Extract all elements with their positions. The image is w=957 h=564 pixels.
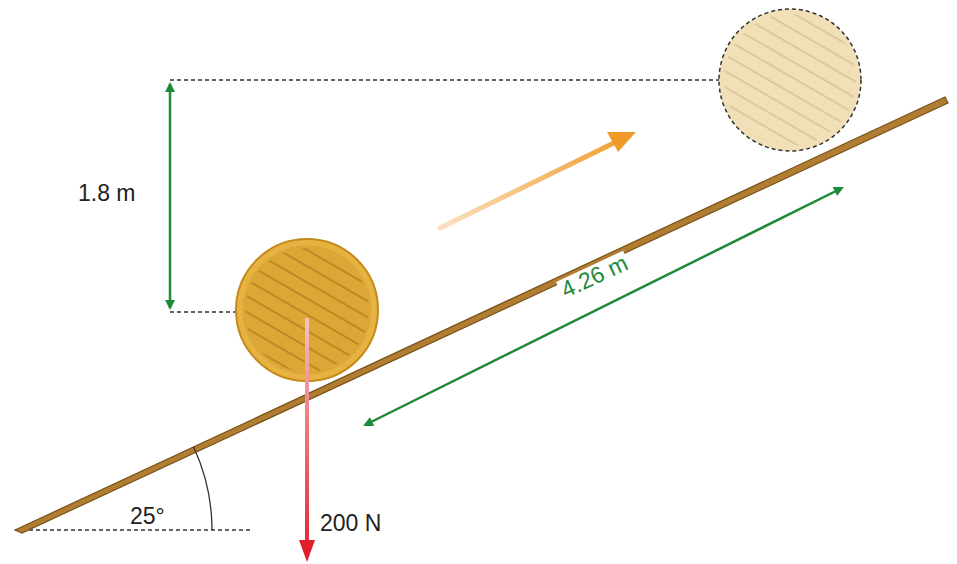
- angle-label: 25°: [130, 505, 165, 528]
- height-guide: [170, 311, 238, 312]
- angle-arc: [194, 447, 213, 530]
- ball-final: [719, 9, 861, 151]
- motion-arrow: [440, 141, 618, 228]
- height-label: 1.8 m: [78, 182, 136, 205]
- height-arrow: [169, 84, 172, 308]
- inclined-plank: [15, 97, 948, 533]
- weight-arrow: [305, 318, 309, 542]
- height-guide: [170, 79, 722, 80]
- force-label: 200 N: [320, 512, 381, 535]
- weight-arrow-head: [299, 540, 315, 562]
- horizontal-guide: [15, 529, 250, 530]
- motion-arrow-head: [607, 132, 636, 152]
- distance-label: 4.26 m: [556, 251, 633, 303]
- distance-arrow: [365, 188, 842, 425]
